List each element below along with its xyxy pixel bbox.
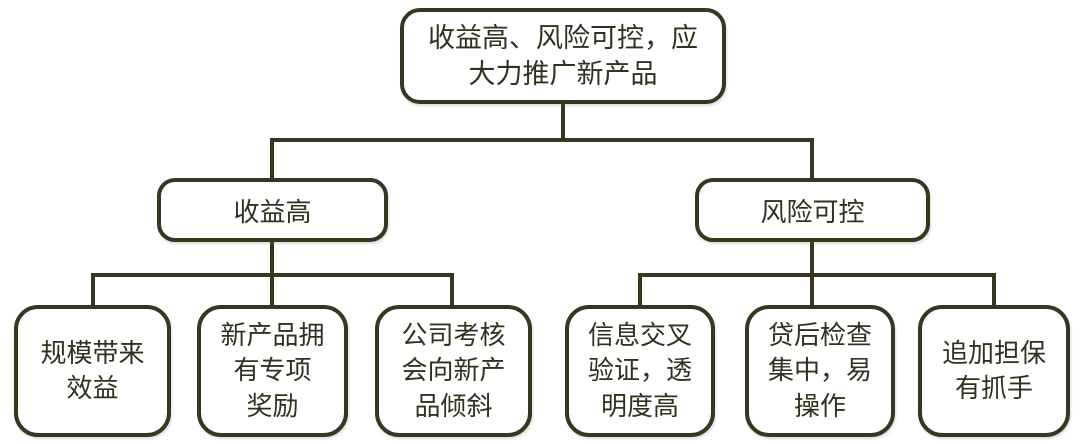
connector-branch2-drop — [810, 138, 814, 178]
connector-root-stem — [561, 104, 565, 142]
connector-branch1-stem — [270, 242, 274, 277]
connector-level1-bar — [270, 138, 814, 142]
leaf-node-cross-verification[interactable]: 信息交叉 验证，透 明度高 — [565, 305, 715, 437]
root-node[interactable]: 收益高、风险可控，应 大力推广新产品 — [400, 8, 726, 104]
connector-leaf5-drop — [810, 273, 814, 305]
leaf-node-assessment-tilt[interactable]: 公司考核 会向新产 品倾斜 — [375, 305, 532, 437]
branch-node-risk[interactable]: 风险可控 — [695, 178, 930, 242]
branch-node-profit[interactable]: 收益高 — [157, 178, 388, 242]
connector-leaf3-drop — [450, 273, 454, 305]
connector-branch1-drop — [270, 138, 274, 178]
leaf-node-additional-guarantee[interactable]: 追加担保 有抓手 — [918, 305, 1070, 437]
leaf-node-post-loan-check[interactable]: 贷后检查 集中，易 操作 — [745, 305, 895, 437]
connector-right-leaves-bar — [638, 273, 996, 277]
connector-leaf6-drop — [992, 273, 996, 305]
connector-branch2-stem — [810, 242, 814, 277]
leaf-node-scale-benefit[interactable]: 规模带来 效益 — [14, 305, 171, 437]
connector-leaf4-drop — [638, 273, 642, 305]
leaf-node-special-reward[interactable]: 新产品拥 有专项 奖励 — [197, 305, 348, 437]
connector-leaf2-drop — [270, 273, 274, 305]
connector-leaf1-drop — [91, 273, 95, 305]
